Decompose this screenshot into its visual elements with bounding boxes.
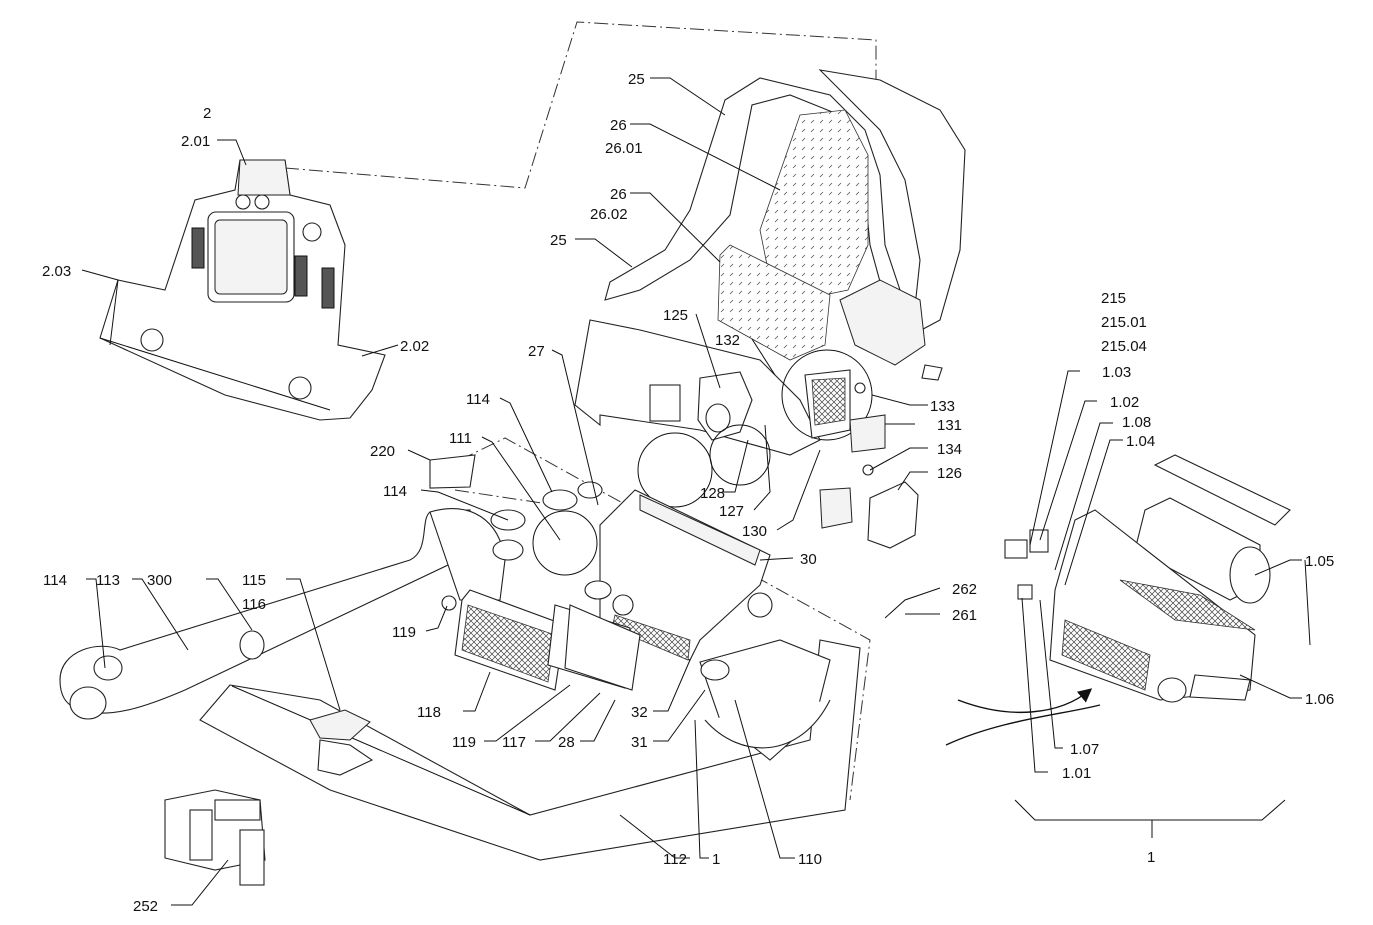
label-1-07: 1.07 (1070, 741, 1099, 758)
label-125: 125 (663, 307, 688, 324)
label-31: 31 (631, 734, 648, 751)
label-118: 118 (417, 704, 441, 721)
label-1-01: 1.01 (1062, 765, 1091, 782)
label-1-06: 1.06 (1305, 691, 1334, 708)
label-32: 32 (631, 704, 648, 721)
label-26-top: 26 (610, 117, 627, 134)
control-console-part-2 (99, 159, 386, 421)
label-1-03: 1.03 (1102, 364, 1131, 381)
label-2-03: 2.03 (42, 263, 71, 280)
label-25-mid: 25 (550, 232, 567, 249)
label-132: 132 (715, 332, 740, 349)
label-130: 130 (742, 523, 767, 540)
airflow-arrows (945, 688, 1101, 746)
label-134: 134 (937, 441, 962, 458)
label-26-mid: 26 (610, 186, 627, 203)
heater-housing-part-30 (599, 489, 831, 761)
label-261: 261 (952, 607, 977, 624)
label-127: 127 (719, 503, 744, 520)
label-300: 300 (147, 572, 172, 589)
label-115: 115 (242, 572, 266, 589)
filters-parts-117-119-28 (429, 454, 641, 691)
label-128: 128 (700, 485, 725, 502)
label-1-02: 1.02 (1110, 394, 1139, 411)
label-2-02: 2.02 (400, 338, 429, 355)
label-114-c: 114 (43, 572, 67, 589)
label-1-08: 1.08 (1122, 414, 1151, 431)
label-116: 116 (242, 596, 266, 613)
label-2-01: 2.01 (181, 133, 210, 150)
label-220: 220 (370, 443, 395, 460)
vent-assemblies (697, 349, 886, 476)
heater-unit-detail-part-1 (1004, 454, 1311, 703)
label-2: 2 (203, 105, 211, 122)
ring-clamps (490, 481, 612, 600)
label-27: 27 (528, 343, 545, 360)
label-133: 133 (930, 398, 955, 415)
label-126: 126 (937, 465, 962, 482)
side-duct-part-126 (637, 424, 919, 549)
label-131: 131 (937, 417, 962, 434)
rear-panel (574, 319, 821, 456)
base-tray-part-112 (199, 639, 861, 861)
label-25-top: 25 (628, 71, 645, 88)
label-110: 110 (798, 851, 822, 868)
label-111: 111 (449, 430, 472, 447)
label-114-b: 114 (383, 483, 407, 500)
bracket-part-252 (164, 789, 266, 886)
label-1-05: 1.05 (1305, 553, 1334, 570)
label-215-01: 215.01 (1101, 314, 1147, 331)
part-labels: 2 2.01 2.03 2.02 25 26 26.01 26 26.02 25… (42, 71, 1334, 915)
label-112: 112 (663, 851, 687, 868)
detail-bracket (1014, 799, 1286, 838)
label-1-main: 1 (712, 851, 720, 868)
label-119-b: 119 (452, 734, 476, 751)
leader-lines (81, 77, 1302, 906)
label-114-a: 114 (466, 391, 490, 408)
label-26-02: 26.02 (590, 206, 628, 223)
label-252: 252 (133, 898, 158, 915)
label-28: 28 (558, 734, 575, 751)
label-215-04: 215.04 (1101, 338, 1147, 355)
label-117: 117 (502, 734, 526, 751)
label-1-detail: 1 (1147, 849, 1155, 866)
air-duct-part-113 (59, 508, 506, 720)
seat-back-frame-part-25 (604, 69, 966, 381)
label-30: 30 (800, 551, 817, 568)
label-113: 113 (96, 572, 120, 589)
label-215: 215 (1101, 290, 1126, 307)
label-1-04: 1.04 (1126, 433, 1155, 450)
label-119-a: 119 (392, 624, 416, 641)
label-26-01: 26.01 (605, 140, 643, 157)
label-262: 262 (952, 581, 977, 598)
